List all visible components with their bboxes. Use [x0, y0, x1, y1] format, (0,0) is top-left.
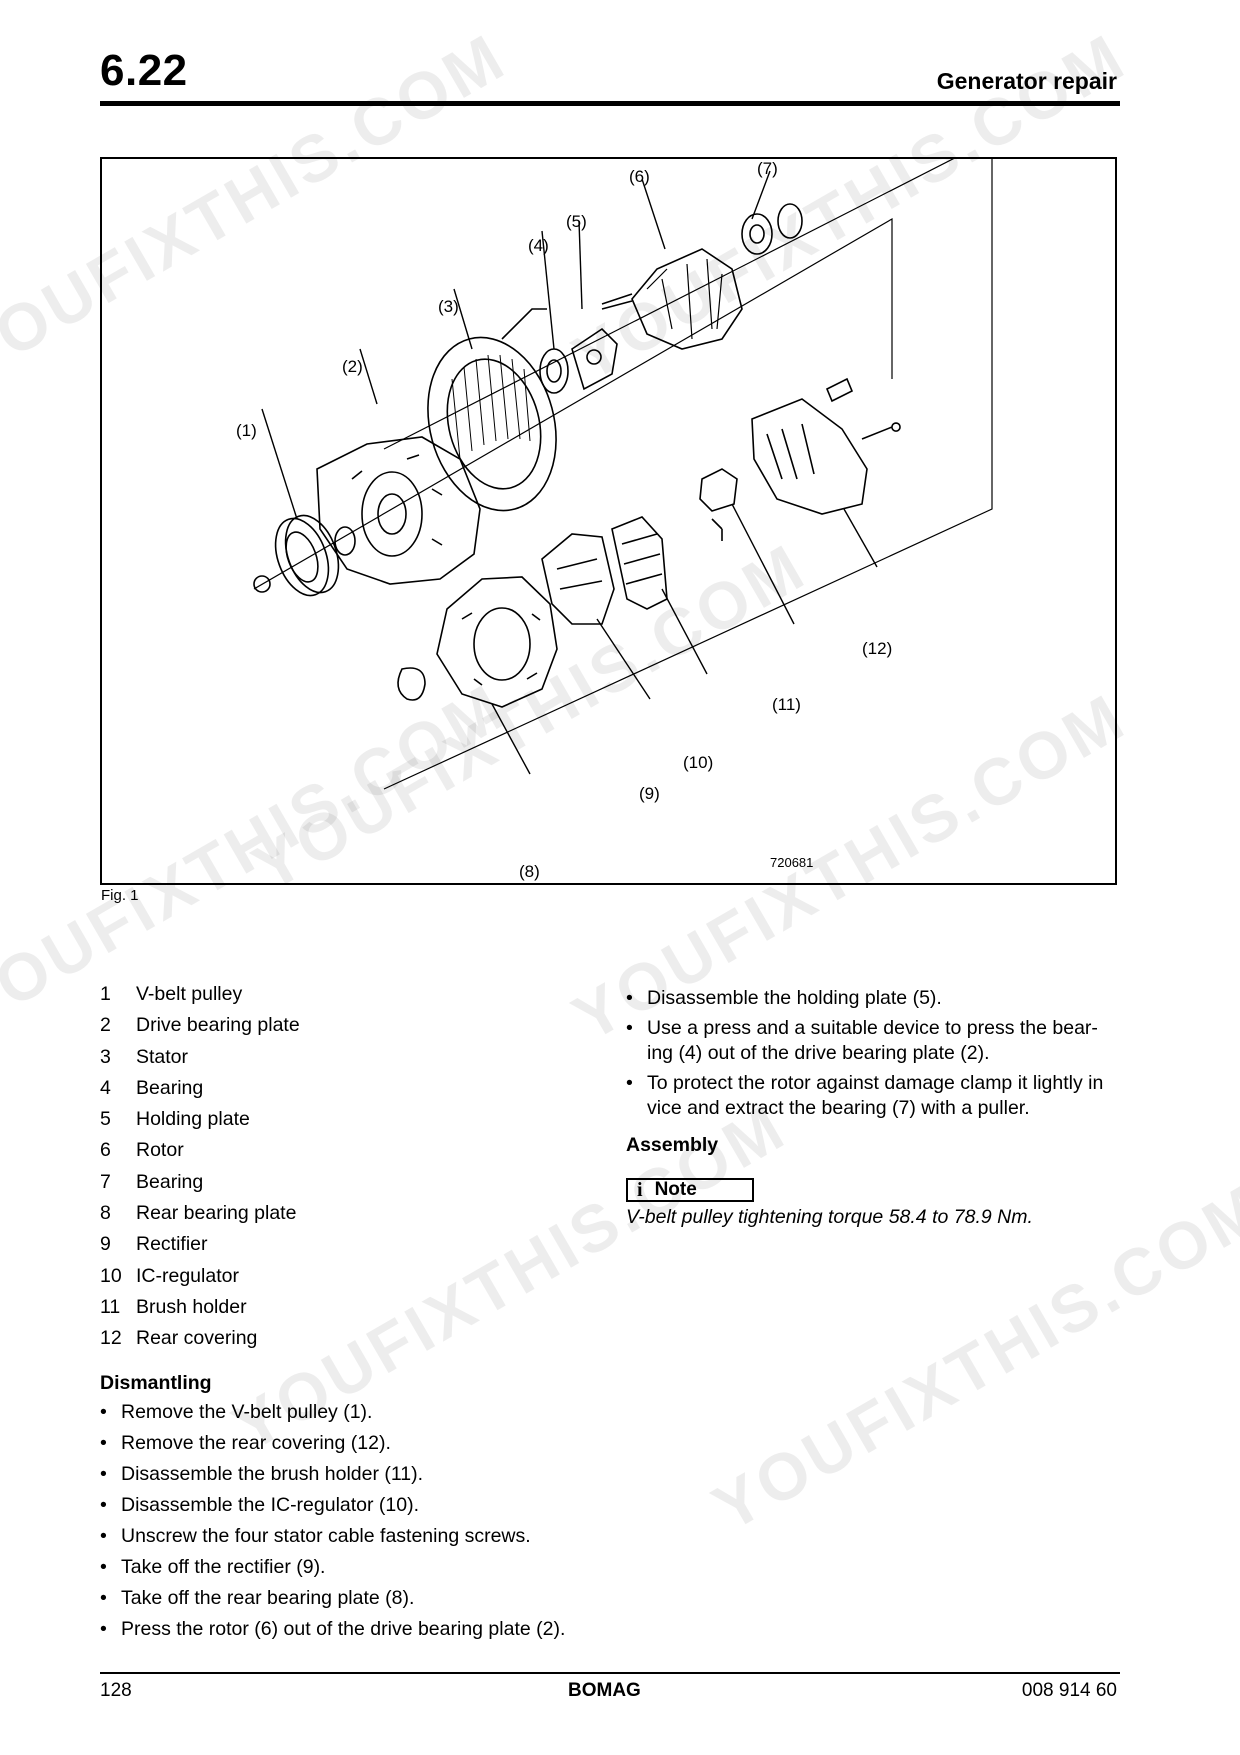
rotor-drawing: [601, 248, 743, 350]
right-steps: Disassemble the holding plate (5). Use a…: [626, 986, 1123, 1121]
page-title: Generator repair: [936, 68, 1117, 94]
list-item: Remove the rear covering (12).: [100, 1431, 620, 1456]
list-item: Use a press and a suitable device to pre…: [626, 1016, 1123, 1066]
dismantling-section: Dismantling Remove the V-belt pulley (1)…: [100, 1372, 620, 1642]
alternator-exploded-drawing: (1) (2) (3) (4) (5) (6) (7) (8) (9) (10)…: [236, 159, 993, 881]
list-item: Disassemble the brush holder (11).: [100, 1462, 620, 1487]
section-number: 6.22: [100, 46, 188, 95]
callout-1: (1): [236, 421, 257, 440]
rear-covering-drawing: [751, 377, 901, 515]
list-item: To protect the rotor against damage clam…: [626, 1071, 1123, 1121]
callout-6: (6): [629, 167, 650, 186]
callout-3: (3): [438, 297, 459, 316]
rear-bearing-plate-drawing: [397, 576, 558, 708]
callout-11: (11): [772, 695, 801, 714]
list-item: Disassemble the holding plate (5).: [626, 986, 1123, 1011]
v-belt-pulley-drawing: [253, 514, 340, 597]
drive-bearing-plate-drawing: [316, 436, 481, 585]
info-icon: i: [637, 1178, 643, 1201]
note-text: V-belt pulley tightening torque 58.4 to …: [626, 1206, 1033, 1228]
dismantling-steps: Remove the V-belt pulley (1). Remove the…: [100, 1400, 620, 1642]
note-block: i Note V-belt pulley tightening torque 5…: [626, 1178, 1123, 1229]
list-item: Take off the rear bearing plate (8).: [100, 1586, 620, 1611]
brush-holder-drawing: [699, 468, 738, 541]
callout-leaders: [261, 170, 878, 775]
callout-8: (8): [519, 862, 540, 881]
bearing-4-drawing: [539, 348, 569, 394]
callout-12: (12): [862, 639, 892, 658]
figure-caption: Fig. 1: [101, 887, 139, 904]
assembly-heading: Assembly: [626, 1134, 719, 1156]
header-rule: [100, 101, 1120, 106]
list-item: Remove the V-belt pulley (1).: [100, 1400, 620, 1425]
note-label-box: i Note: [626, 1178, 754, 1202]
list-item: Disassemble the IC-regulator (10).: [100, 1493, 620, 1518]
note-label: Note: [654, 1179, 697, 1200]
callout-2: (2): [342, 357, 363, 376]
brand-name: BOMAG: [568, 1680, 641, 1701]
list-item: Press the rotor (6) out of the drive bea…: [100, 1617, 620, 1642]
bearing-7-drawing: [741, 203, 803, 255]
callout-10: (10): [683, 753, 713, 772]
rectifier-drawing: [541, 533, 615, 625]
callout-4: (4): [528, 236, 549, 255]
callout-5: (5): [566, 212, 587, 231]
dismantling-heading: Dismantling: [100, 1372, 212, 1394]
page-number: 128: [100, 1680, 132, 1701]
ic-regulator-drawing: [611, 516, 668, 610]
right-column: Disassemble the holding plate (5). Use a…: [626, 986, 1123, 1229]
callout-9: (9): [639, 784, 660, 803]
exploded-view-figure: (1) (2) (3) (4) (5) (6) (7) (8) (9) (10)…: [100, 157, 1117, 885]
holding-plate-drawing: [571, 327, 618, 391]
list-item: Unscrew the four stator cable fastening …: [100, 1524, 620, 1549]
document-number: 008 914 60: [1021, 1680, 1117, 1701]
list-item: Take off the rectifier (9).: [100, 1555, 620, 1580]
callout-7: (7): [757, 159, 778, 178]
image-number: 720681: [770, 855, 813, 870]
footer-rule: [100, 1672, 1120, 1674]
